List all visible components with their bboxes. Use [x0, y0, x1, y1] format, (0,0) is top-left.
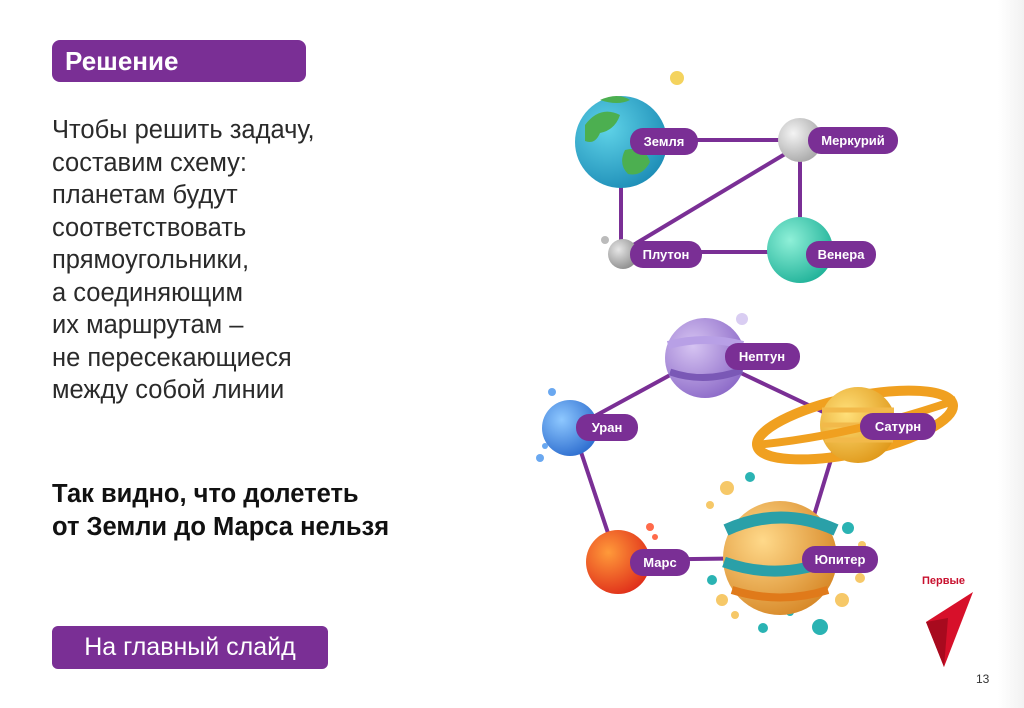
- planet-pluto: [601, 236, 638, 269]
- slide-edge: [998, 0, 1024, 708]
- home-slide-button[interactable]: На главный слайд: [52, 626, 328, 669]
- page-number: 13: [976, 672, 990, 686]
- label-mars: Марс: [630, 549, 690, 576]
- label-neptune-text: Нептун: [739, 349, 785, 364]
- explanation-line: составим схему:: [52, 148, 247, 177]
- label-earth-text: Земля: [644, 134, 685, 149]
- explanation-line: соответствовать: [52, 213, 247, 242]
- explanation-line: прямоугольники,: [52, 246, 250, 274]
- slide-title: Решение: [52, 40, 306, 82]
- planet-labels: Земля Меркурий Плутон Венера Нептун Уран: [576, 127, 936, 576]
- explanation-text: Чтобы решить задачу, составим схему: пла…: [52, 114, 432, 407]
- planet-uranus: [536, 388, 598, 462]
- planet-saturn: [752, 385, 958, 465]
- label-pluto: Плутон: [630, 241, 702, 268]
- conclusion-line: Так видно, что долететь: [52, 480, 359, 508]
- conclusion-line: от Земли до Марса нельзя: [52, 512, 390, 541]
- brand-logo-icon: [926, 592, 973, 667]
- explanation-line: их маршрутам –: [52, 311, 244, 339]
- label-uranus-text: Уран: [592, 420, 623, 435]
- label-jupiter: Юпитер: [802, 546, 878, 573]
- label-earth: Земля: [630, 128, 698, 155]
- explanation-line: а соединяющим: [52, 278, 244, 307]
- brand-logo-text: Первые: [922, 575, 966, 587]
- label-neptune: Нептун: [725, 343, 800, 370]
- label-saturn: Сатурн: [860, 413, 936, 440]
- label-mercury: Меркурий: [808, 127, 898, 154]
- label-pluto-text: Плутон: [643, 247, 690, 262]
- planet-neptune: [665, 313, 748, 398]
- route-mercury-pluto: [623, 143, 802, 252]
- label-venus: Венера: [806, 241, 876, 268]
- explanation-line: между собой линии: [52, 376, 285, 404]
- explanation-line: планетам будут: [52, 181, 238, 209]
- planet-earth: [575, 71, 684, 188]
- label-venus-text: Венера: [818, 247, 866, 262]
- planet-mercury: [778, 118, 822, 162]
- label-uranus: Уран: [576, 414, 638, 441]
- label-saturn-text: Сатурн: [875, 419, 921, 434]
- label-mars-text: Марс: [643, 555, 676, 570]
- label-jupiter-text: Юпитер: [815, 552, 866, 567]
- planet-mars: [586, 523, 658, 594]
- explanation-line: не пересекающиеся: [52, 343, 292, 372]
- explanation-line: Чтобы решить задачу,: [52, 116, 315, 144]
- conclusion-text: Так видно, что долететь от Земли до Марс…: [52, 478, 472, 543]
- label-mercury-text: Меркурий: [821, 133, 885, 148]
